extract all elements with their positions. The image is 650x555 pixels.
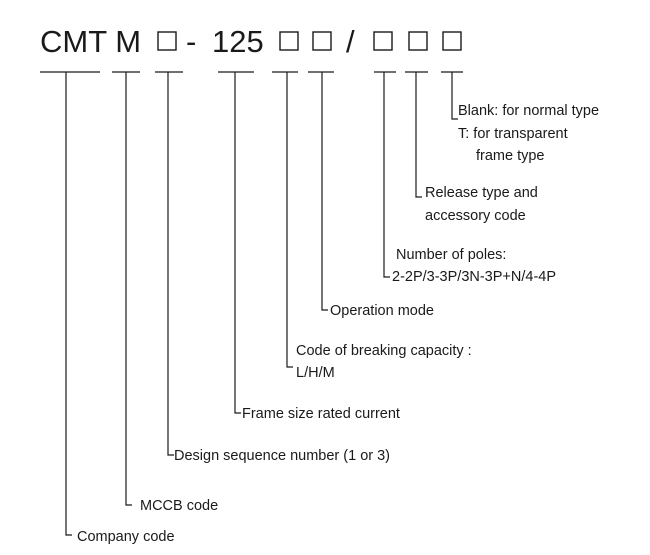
operation-mode-box	[312, 31, 332, 51]
leader-frame	[234, 72, 241, 414]
label-release-line1: Release type and	[425, 185, 538, 201]
label-breaking-line1: Code of breaking capacity :	[296, 343, 472, 359]
leader-mccb	[125, 72, 132, 506]
design-sequence-box	[157, 31, 177, 51]
label-frame-size: Frame size rated current	[242, 406, 400, 422]
label-poles-line2: 2-2P/3-3P/3N-3P+N/4-4P	[392, 269, 556, 285]
label-transparent-line2: frame type	[476, 148, 545, 164]
label-company-code: Company code	[77, 529, 175, 545]
label-breaking-line2: L/H/M	[296, 365, 335, 381]
label-operation-mode: Operation mode	[330, 303, 434, 319]
frame-type-box	[442, 31, 462, 51]
code-slash: /	[346, 24, 355, 59]
label-release-line2: accessory code	[425, 208, 526, 224]
code-rating: 125	[212, 24, 264, 59]
leader-frame-type	[451, 72, 458, 120]
leader-company	[65, 72, 72, 536]
label-blank-normal: Blank: for normal type	[458, 103, 599, 119]
code-dash: -	[186, 24, 196, 59]
label-transparent-line1: T: for transparent	[458, 126, 568, 142]
poles-box	[373, 31, 393, 51]
code-prefix: CMT M	[40, 24, 141, 59]
leader-release	[415, 72, 422, 198]
leader-poles	[383, 72, 390, 278]
label-design-sequence: Design sequence number (1 or 3)	[174, 448, 390, 464]
leader-operation	[321, 72, 328, 311]
leader-breaking	[286, 72, 293, 368]
release-type-box	[408, 31, 428, 51]
label-poles-line1: Number of poles:	[396, 247, 506, 263]
label-mccb-code: MCCB code	[140, 498, 218, 514]
breaking-capacity-box	[279, 31, 299, 51]
leader-design	[167, 72, 174, 456]
